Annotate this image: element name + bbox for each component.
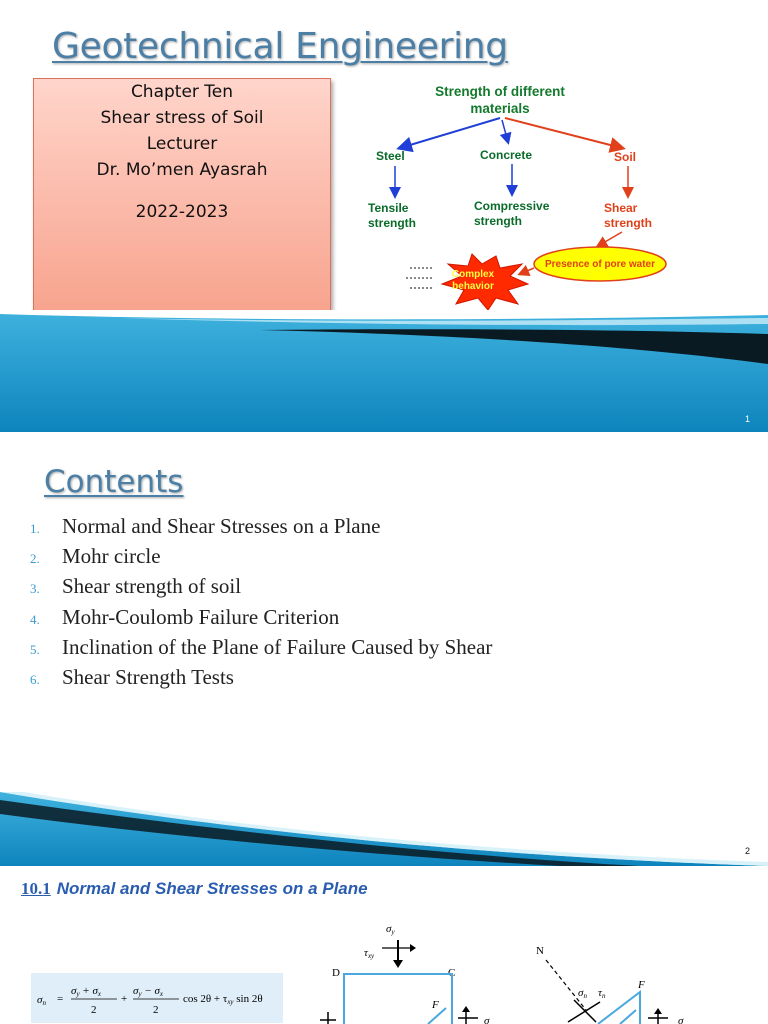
svg-text:=: = (57, 993, 63, 1005)
list-item: 1.Normal and Shear Stresses on a Plane (30, 514, 381, 538)
section-title: Normal and Shear Stresses on a Plane (56, 879, 368, 898)
list-item: 2.Mohr circle (30, 544, 161, 569)
inclined-plane-figure: N σn τn F σ (536, 945, 684, 1024)
lecturer-label: Lecturer (146, 134, 218, 154)
svg-text:N: N (536, 945, 544, 957)
arrow-to-steel (396, 117, 501, 153)
chapter-topic: Shear stress of Soil (100, 108, 264, 128)
complex-behavior-burst (440, 253, 530, 310)
label-steel: Steel (376, 149, 405, 163)
materials-strength-diagram: Strength of different materials Steel Co… (368, 84, 667, 310)
svg-text:2: 2 (91, 1004, 97, 1016)
svg-text:F: F (637, 979, 645, 991)
label-tensile-2: strength (368, 216, 416, 230)
normal-stress-formula: σn = σy + σx 2 + σy − σx 2 cos 2θ + τxy … (31, 973, 283, 1023)
list-item: 4.Mohr-Coulomb Failure Criterion (30, 604, 340, 629)
label-compressive-1: Compressive (474, 199, 550, 213)
arrow-pore-to-complex (517, 264, 535, 276)
slide-footer-wave (0, 792, 768, 866)
slide-1: Geotechnical Engineering Chapter Ten She… (0, 0, 768, 432)
label-tensile-1: Tensile (368, 201, 409, 215)
diagram-root-line1: Strength of different (435, 84, 565, 99)
svg-text:σ: σ (678, 1015, 684, 1024)
list-item: 6.Shear Strength Tests (30, 664, 234, 689)
deck-title: Geotechnical Engineering (52, 26, 508, 67)
arrow-to-soil (504, 117, 626, 153)
svg-text:σy + σx: σy + σx (71, 985, 102, 998)
svg-text:+: + (121, 993, 127, 1005)
chapter-label: Chapter Ten (130, 82, 234, 102)
stress-element-figure: σy τxy D C F σ (320, 923, 490, 1024)
list-item: 5.Inclination of the Plane of Failure Ca… (30, 634, 493, 659)
list-item: 3.Shear strength of soil (30, 574, 242, 599)
contents-title: Contents (44, 464, 184, 500)
svg-text:σ: σ (484, 1015, 490, 1024)
course-info-box: Chapter Ten Shear stress of Soil Lecture… (33, 78, 331, 312)
svg-text:σn: σn (578, 987, 587, 1000)
svg-text:F: F (431, 999, 439, 1011)
academic-year: 2022-2023 (135, 202, 229, 222)
svg-text:σy: σy (386, 923, 395, 936)
arrow-to-concrete (499, 119, 512, 145)
label-soil: Soil (614, 150, 636, 164)
lecturer-name: Dr. Mo’men Ayasrah (96, 160, 268, 180)
svg-text:cos 2θ + τxy sin 2θ: cos 2θ + τxy sin 2θ (183, 993, 263, 1006)
slide-number: 1 (744, 414, 750, 424)
pore-water-ellipse (533, 246, 667, 282)
slide-footer-wave (0, 310, 768, 432)
label-shear-2: strength (604, 216, 652, 230)
label-complex-1: Complex (452, 269, 495, 280)
section-heading: 10.1 Normal and Shear Stresses on a Plane (21, 879, 368, 899)
label-complex-2: behavior (452, 281, 494, 292)
svg-text:D: D (332, 967, 340, 979)
slide-2: 2 (0, 432, 768, 866)
slide-number: 2 (744, 846, 750, 856)
label-compressive-2: strength (474, 214, 522, 228)
svg-text:τxy: τxy (364, 947, 375, 960)
label-pore-water: Presence of pore water (545, 259, 655, 270)
contents-list: 1.Normal and Shear Stresses on a Plane 2… (30, 514, 492, 695)
diagram-root-line2: materials (470, 101, 529, 116)
svg-text:2: 2 (153, 1004, 159, 1016)
section-number: 10.1 (21, 879, 51, 898)
label-concrete: Concrete (480, 148, 532, 162)
svg-text:σy − σx: σy − σx (133, 985, 164, 998)
svg-text:τn: τn (598, 987, 606, 1000)
arrow-shear-to-pore (595, 231, 623, 248)
svg-text:σn: σn (37, 994, 46, 1007)
label-shear-1: Shear (604, 201, 638, 215)
